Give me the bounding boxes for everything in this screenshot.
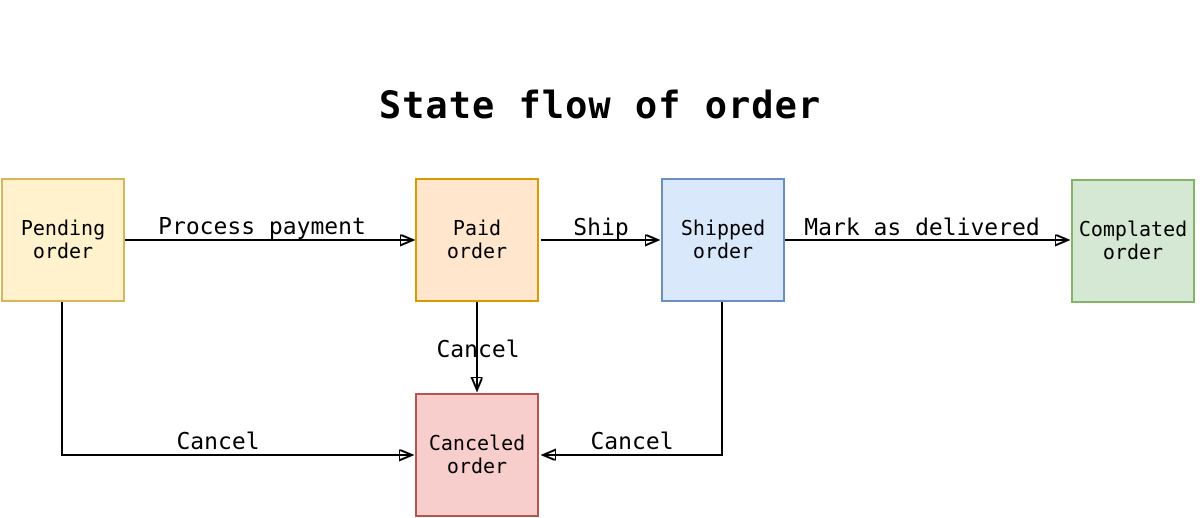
node-paid-order: Paid order bbox=[415, 178, 539, 302]
edge-label-ship: Ship bbox=[573, 215, 629, 241]
node-pending-order: Pending order bbox=[1, 178, 125, 302]
node-shipped-order-label: Shipped order bbox=[680, 216, 766, 263]
node-canceled-order: Canceled order bbox=[415, 393, 539, 517]
node-complated-order-label: Complated order bbox=[1078, 217, 1188, 264]
node-complated-order: Complated order bbox=[1071, 179, 1195, 303]
edge-label-process-payment: Process payment bbox=[158, 214, 366, 240]
edge-shipped-to-canceled bbox=[544, 302, 723, 455]
diagram-title: State flow of order bbox=[378, 84, 822, 127]
node-paid-order-label: Paid order bbox=[446, 216, 508, 263]
node-pending-order-label: Pending order bbox=[20, 216, 106, 263]
edge-label-cancel-paid: Cancel bbox=[436, 337, 520, 363]
edge-label-mark-as-delivered: Mark as delivered bbox=[804, 215, 1040, 241]
node-canceled-order-label: Canceled order bbox=[428, 431, 526, 478]
edge-pending-to-canceled bbox=[61, 302, 411, 455]
edge-label-cancel-shipped: Cancel bbox=[590, 429, 674, 455]
node-shipped-order: Shipped order bbox=[661, 178, 785, 302]
edge-label-cancel-pending: Cancel bbox=[176, 429, 260, 455]
